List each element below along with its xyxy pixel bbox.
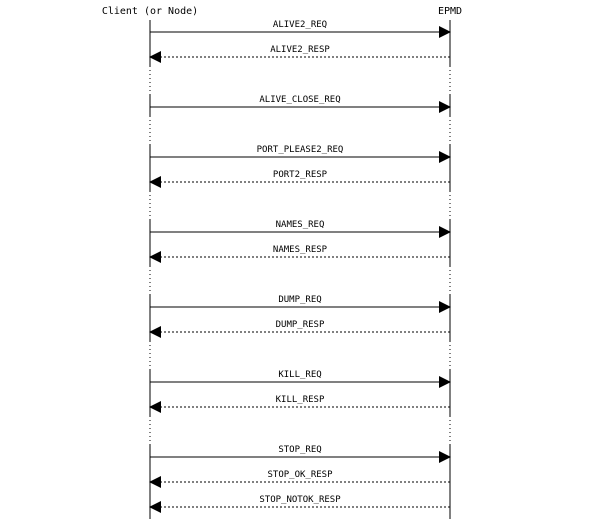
message-label-port2-resp: PORT2_RESP [273,170,328,180]
message-label-port-please2-req: PORT_PLEASE2_REQ [257,145,344,155]
message-label-alive-close-req: ALIVE_CLOSE_REQ [259,95,340,105]
message-label-alive2-req: ALIVE2_REQ [273,20,327,30]
message-label-stop-notok-resp: STOP_NOTOK_RESP [259,495,341,505]
message-label-kill-resp: KILL_RESP [276,395,325,405]
message-label-dump-resp: DUMP_RESP [276,320,325,330]
message-label-alive2-resp: ALIVE2_RESP [270,45,330,55]
message-label-stop-req: STOP_REQ [278,445,321,455]
message-label-stop-ok-resp: STOP_OK_RESP [267,470,333,480]
message-label-names-resp: NAMES_RESP [273,245,328,255]
message-label-dump-req: DUMP_REQ [278,295,321,305]
messages: ALIVE2_REQ ALIVE2_RESP ALIVE_CLOSE_REQ PORT… [149,20,451,513]
message-label-names-req: NAMES_REQ [276,220,325,230]
actor-label-epmd: EPMD [438,6,462,17]
actor-label-client: Client (or Node) [102,6,198,17]
message-label-kill-req: KILL_REQ [278,370,321,380]
